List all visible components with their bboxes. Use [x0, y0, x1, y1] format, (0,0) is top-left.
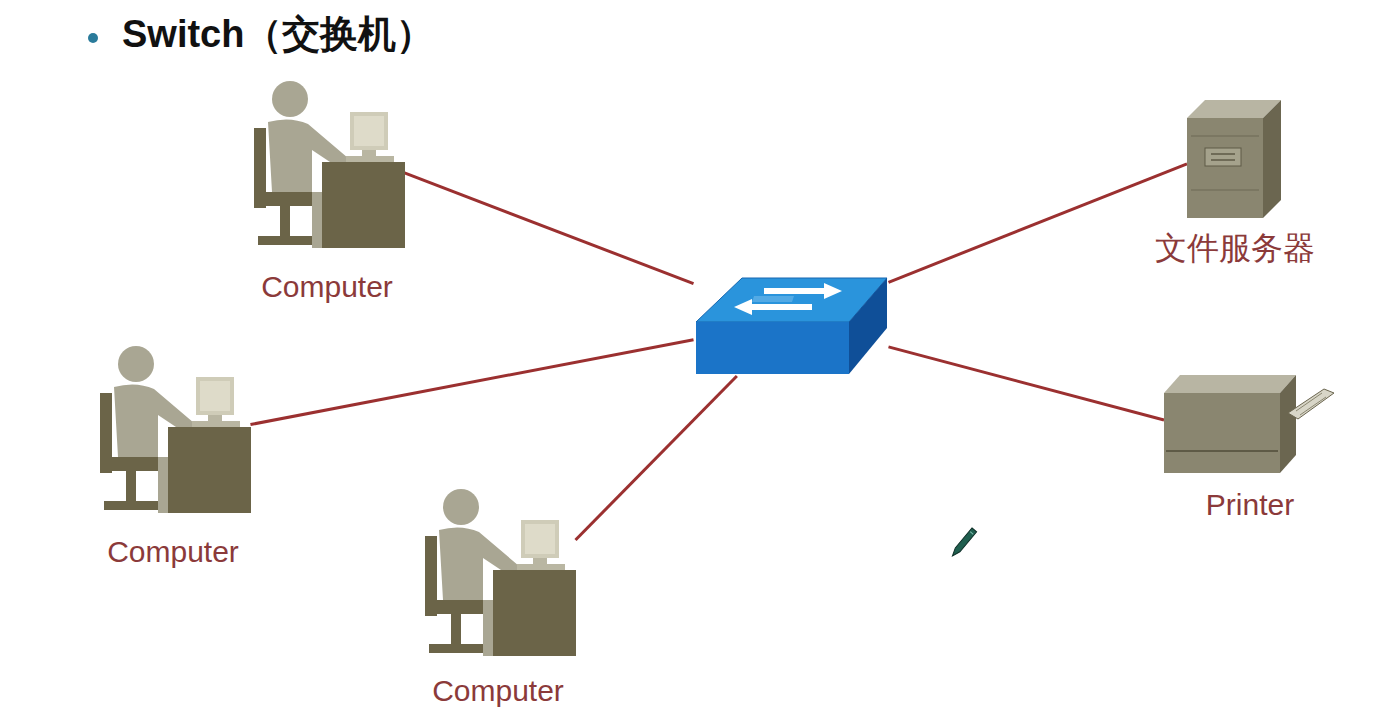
device-label: Computer: [432, 674, 564, 709]
switch-icon: [694, 276, 889, 376]
device-label: Computer: [261, 270, 393, 305]
device-label: 文件服务器: [1155, 230, 1315, 267]
pc-node: Computer: [96, 345, 251, 570]
network-cable: [889, 164, 1188, 282]
pc-icon: [96, 345, 251, 513]
printer-icon: [1164, 373, 1336, 476]
pc-node: Computer: [250, 80, 405, 305]
switch-node: [694, 276, 889, 376]
pc-icon: [250, 80, 405, 248]
bullet-dot: [88, 33, 98, 43]
network-cable: [405, 173, 694, 284]
pc-node: Computer: [421, 488, 576, 709]
network-cable: [576, 376, 737, 540]
pen-cursor: [950, 528, 976, 558]
network-cable: [251, 340, 694, 425]
server-node: 文件服务器: [1155, 100, 1315, 267]
device-label: Computer: [107, 535, 239, 570]
slide-title: Switch（交换机）: [122, 12, 434, 58]
pc-icon: [421, 488, 576, 656]
printer-node: Printer: [1164, 373, 1336, 523]
device-label: Printer: [1206, 488, 1294, 523]
network-cable: [889, 347, 1165, 420]
server-icon: [1187, 100, 1283, 220]
